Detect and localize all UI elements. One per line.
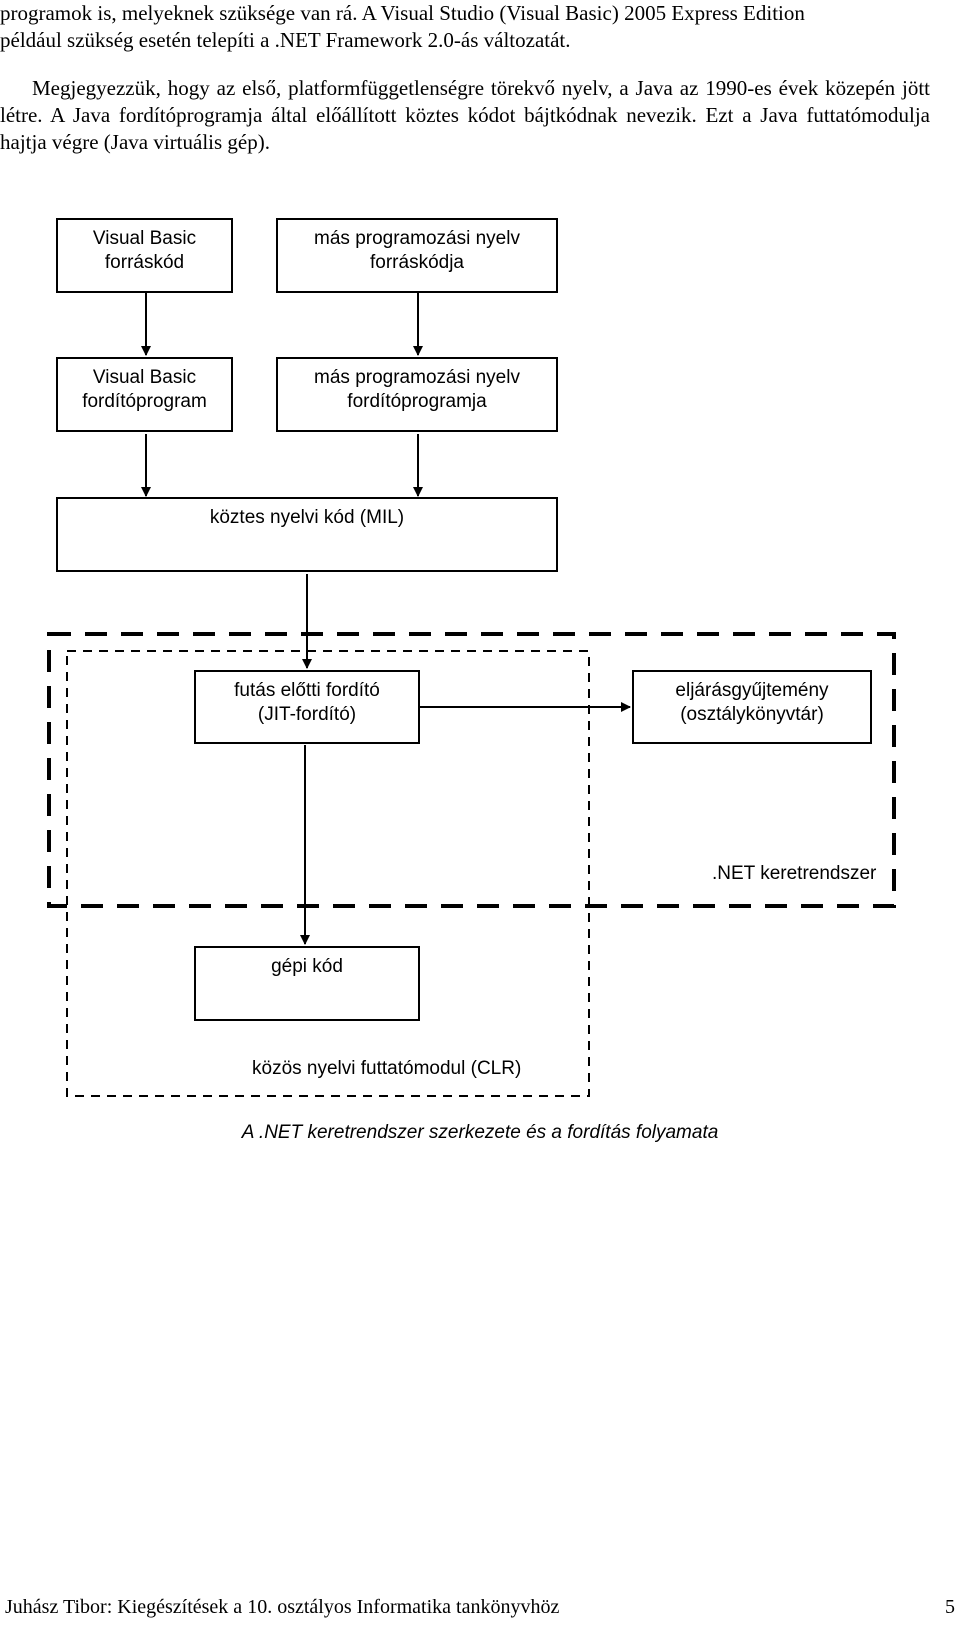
- vb-source-box: Visual Basic forráskód: [56, 218, 233, 293]
- vb-source-line2: forráskód: [104, 252, 185, 273]
- machine-code-box: gépi kód: [194, 946, 420, 1021]
- library-line1: eljárásgyűjtemény: [675, 680, 829, 701]
- mil-box: köztes nyelvi kód (MIL): [56, 497, 558, 572]
- jit-compiler-box: futás előtti fordító (JIT-fordító): [194, 670, 420, 744]
- footer-author-title: Juhász Tibor: Kiegészítések a 10. osztál…: [5, 1596, 560, 1618]
- other-compiler-line1: más programozási nyelv: [314, 367, 520, 388]
- other-compiler-box: más programozási nyelv fordítóprogramja: [276, 357, 558, 432]
- text-line-1: programok is, melyeknek szüksége van rá.…: [0, 1, 805, 25]
- clr-label: közös nyelvi futtatómodul (CLR): [252, 1058, 522, 1079]
- figure-caption: A .NET keretrendszer szerkezete és a for…: [241, 1122, 719, 1143]
- page-footer: Juhász Tibor: Kiegészítések a 10. osztál…: [5, 1596, 955, 1619]
- library-line2: (osztálykönyvtár): [680, 704, 824, 725]
- jit-line2: (JIT-fordító): [257, 704, 357, 725]
- other-source-line1: más programozási nyelv: [314, 228, 520, 249]
- vb-compiler-box: Visual Basic fordítóprogram: [56, 357, 233, 432]
- clr-frame: [66, 650, 590, 1097]
- machine-code-label: gépi kód: [271, 956, 343, 977]
- class-library-box: eljárásgyűjtemény (osztálykönyvtár): [632, 670, 872, 744]
- other-source-box: más programozási nyelv forráskódja: [276, 218, 558, 293]
- page-number: 5: [945, 1596, 955, 1618]
- net-framework-frame: [47, 632, 896, 908]
- net-framework-label: .NET keretrendszer: [712, 863, 877, 884]
- text-line-2: például szükség esetén telepíti a .NET F…: [0, 28, 571, 52]
- other-compiler-line2: fordítóprogramja: [347, 391, 487, 412]
- jit-line1: futás előtti fordító: [234, 680, 380, 701]
- other-source-line2: forráskódja: [370, 252, 464, 273]
- vb-source-line1: Visual Basic: [92, 228, 197, 249]
- vb-compiler-line1: Visual Basic: [92, 367, 197, 388]
- paragraph-java: Megjegyezzük, hogy az első, platformfügg…: [0, 76, 930, 154]
- mil-label: köztes nyelvi kód (MIL): [209, 507, 405, 528]
- vb-compiler-line2: fordítóprogram: [82, 391, 207, 412]
